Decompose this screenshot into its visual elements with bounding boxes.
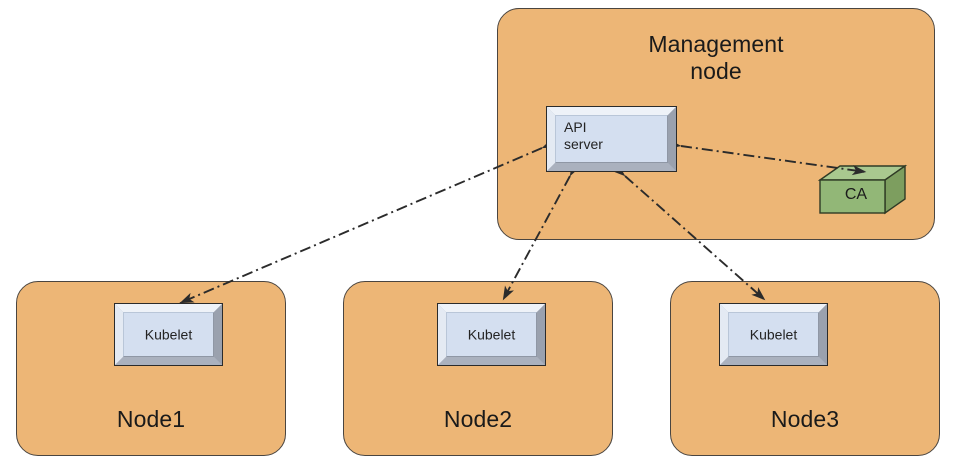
bevel-top [720, 304, 827, 312]
ca-label: CA [844, 186, 868, 203]
bevel-left [547, 107, 555, 171]
box-face [728, 312, 819, 357]
kubelet-label-node3: Kubelet [749, 326, 798, 342]
bevel-right [214, 304, 222, 365]
management-node-label: Management node [648, 31, 784, 84]
kubelet-box-node2[interactable]: Kubelet [437, 303, 546, 366]
bevel-bottom [115, 357, 222, 365]
kubelet-label-node1: Kubelet [144, 326, 193, 342]
node-label-node3: Node3 [770, 406, 840, 432]
bevel-right [819, 304, 827, 365]
box-face [555, 115, 668, 163]
bevel-left [438, 304, 446, 365]
box-face [446, 312, 537, 357]
bevel-bottom [720, 357, 827, 365]
bevel-right [537, 304, 545, 365]
bevel-bottom [438, 357, 545, 365]
box-face [123, 312, 214, 357]
api-server-box[interactable]: API server [546, 106, 677, 172]
node-label-node2: Node2 [443, 406, 513, 432]
bevel-top [438, 304, 545, 312]
bevel-left [720, 304, 728, 365]
bevel-right [668, 107, 676, 171]
bevel-left [115, 304, 123, 365]
kubelet-box-node1[interactable]: Kubelet [114, 303, 223, 366]
bevel-bottom [547, 163, 676, 171]
kubelet-box-node3[interactable]: Kubelet [719, 303, 828, 366]
connector-api-kubelet1 [179, 137, 557, 304]
api-server-label: API server [564, 119, 603, 152]
node-label-node1: Node1 [116, 406, 186, 432]
kubelet-label-node2: Kubelet [467, 326, 516, 342]
bevel-top [115, 304, 222, 312]
bevel-top [547, 107, 676, 115]
